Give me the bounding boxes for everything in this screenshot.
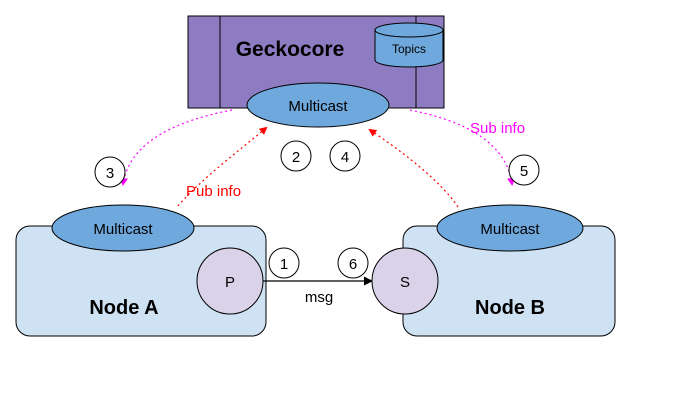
msg-label: msg bbox=[305, 289, 333, 306]
step-badge: 3 bbox=[94, 156, 126, 188]
node-b-title: Node B bbox=[475, 297, 545, 319]
geckocore-title: Geckocore bbox=[236, 38, 345, 61]
subscriber-label: S bbox=[400, 274, 410, 291]
geckocore-multicast-label: Multicast bbox=[288, 98, 348, 115]
step-number: 3 bbox=[106, 165, 114, 182]
topics-label: Topics bbox=[392, 42, 426, 56]
step-number: 5 bbox=[520, 163, 528, 180]
node-b-multicast: Multicast bbox=[436, 204, 584, 252]
publisher-port: P bbox=[196, 247, 264, 315]
topics-database-icon: Topics bbox=[374, 22, 444, 68]
node-a-multicast: Multicast bbox=[51, 204, 195, 252]
pub-info-arrow-from-node-b bbox=[368, 128, 459, 208]
step-number: 6 bbox=[349, 256, 357, 273]
step-badge: 6 bbox=[337, 247, 369, 279]
sub-info-arrow-to-node-a bbox=[119, 109, 233, 186]
step-badge: 5 bbox=[508, 154, 540, 186]
step-badge: 1 bbox=[268, 247, 300, 279]
step-number: 4 bbox=[341, 149, 349, 166]
step-number: 1 bbox=[280, 256, 288, 273]
subscriber-port: S bbox=[371, 247, 439, 315]
node-a-multicast-label: Multicast bbox=[93, 221, 153, 238]
publisher-label: P bbox=[225, 274, 235, 291]
step-number: 2 bbox=[292, 149, 300, 166]
node-b-box: Node B bbox=[402, 225, 616, 337]
node-b-multicast-label: Multicast bbox=[480, 221, 540, 238]
pub-info-label: Pub info bbox=[186, 183, 241, 200]
step-badge: 4 bbox=[329, 140, 361, 172]
step-badge: 2 bbox=[280, 140, 312, 172]
pub-info-arrow bbox=[177, 126, 268, 207]
geckocore-multicast: Multicast bbox=[246, 82, 390, 128]
node-a-title: Node A bbox=[89, 297, 158, 319]
sub-info-label: Sub info bbox=[470, 120, 525, 137]
